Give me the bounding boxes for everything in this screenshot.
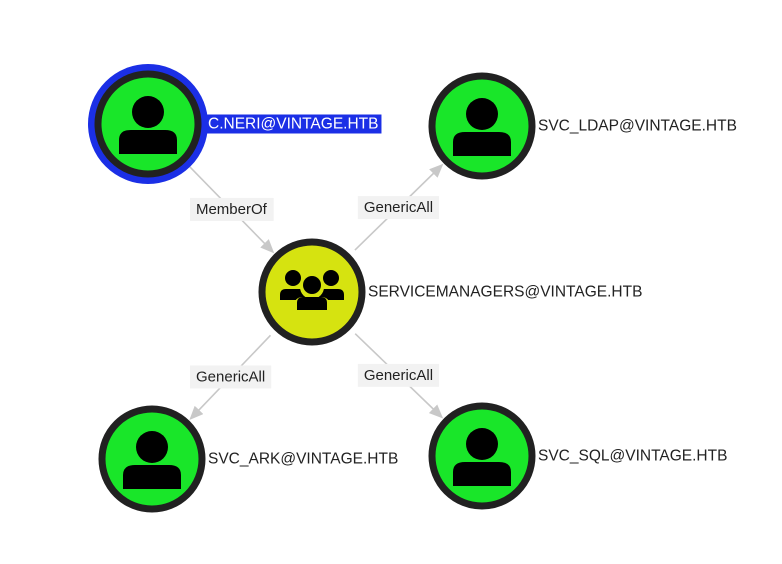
edge-label: GenericAll <box>364 199 433 216</box>
group-icon <box>280 270 344 319</box>
edge-label-background <box>357 363 440 387</box>
node-label: SVC_ARK@VINTAGE.HTB <box>208 451 398 468</box>
edge-label-background <box>190 365 272 389</box>
node-cneri[interactable]: C.NERI@VINTAGE.HTB <box>88 64 382 184</box>
selection-ring <box>88 64 208 184</box>
edge-label-background <box>189 197 274 221</box>
user-icon <box>119 96 177 154</box>
node-label: SERVICEMANAGERS@VINTAGE.HTB <box>368 284 642 301</box>
nodes-layer: C.NERI@VINTAGE.HTB SVC_LDAP@VINTAGE.HTB SE… <box>88 64 737 513</box>
user-icon <box>453 428 511 486</box>
node-svc_sql[interactable]: SVC_SQL@VINTAGE.HTB <box>428 402 727 510</box>
edge-label: GenericAll <box>364 367 433 384</box>
node-svc_ark[interactable]: SVC_ARK@VINTAGE.HTB <box>98 405 398 513</box>
node-servicemanagers[interactable]: SERVICEMANAGERS@VINTAGE.HTB <box>258 238 642 346</box>
node-label: SVC_LDAP@VINTAGE.HTB <box>538 118 737 135</box>
user-icon <box>123 431 181 489</box>
user-icon <box>453 98 511 156</box>
edge-servicemanagers-svc_ark[interactable]: GenericAll <box>189 334 272 421</box>
selected-label-background <box>205 114 382 134</box>
node-svc_ldap[interactable]: SVC_LDAP@VINTAGE.HTB <box>428 72 737 180</box>
edge-cneri-servicemanagers[interactable]: MemberOf <box>189 166 275 254</box>
edge-servicemanagers-svc_ldap[interactable]: GenericAll <box>354 163 444 251</box>
edge-label: MemberOf <box>196 201 268 218</box>
node-label: SVC_SQL@VINTAGE.HTB <box>538 448 727 465</box>
edge-servicemanagers-svc_sql[interactable]: GenericAll <box>354 333 444 419</box>
edge-label-background <box>357 196 440 220</box>
edge-label: GenericAll <box>196 368 265 385</box>
node-label: C.NERI@VINTAGE.HTB <box>208 116 378 133</box>
